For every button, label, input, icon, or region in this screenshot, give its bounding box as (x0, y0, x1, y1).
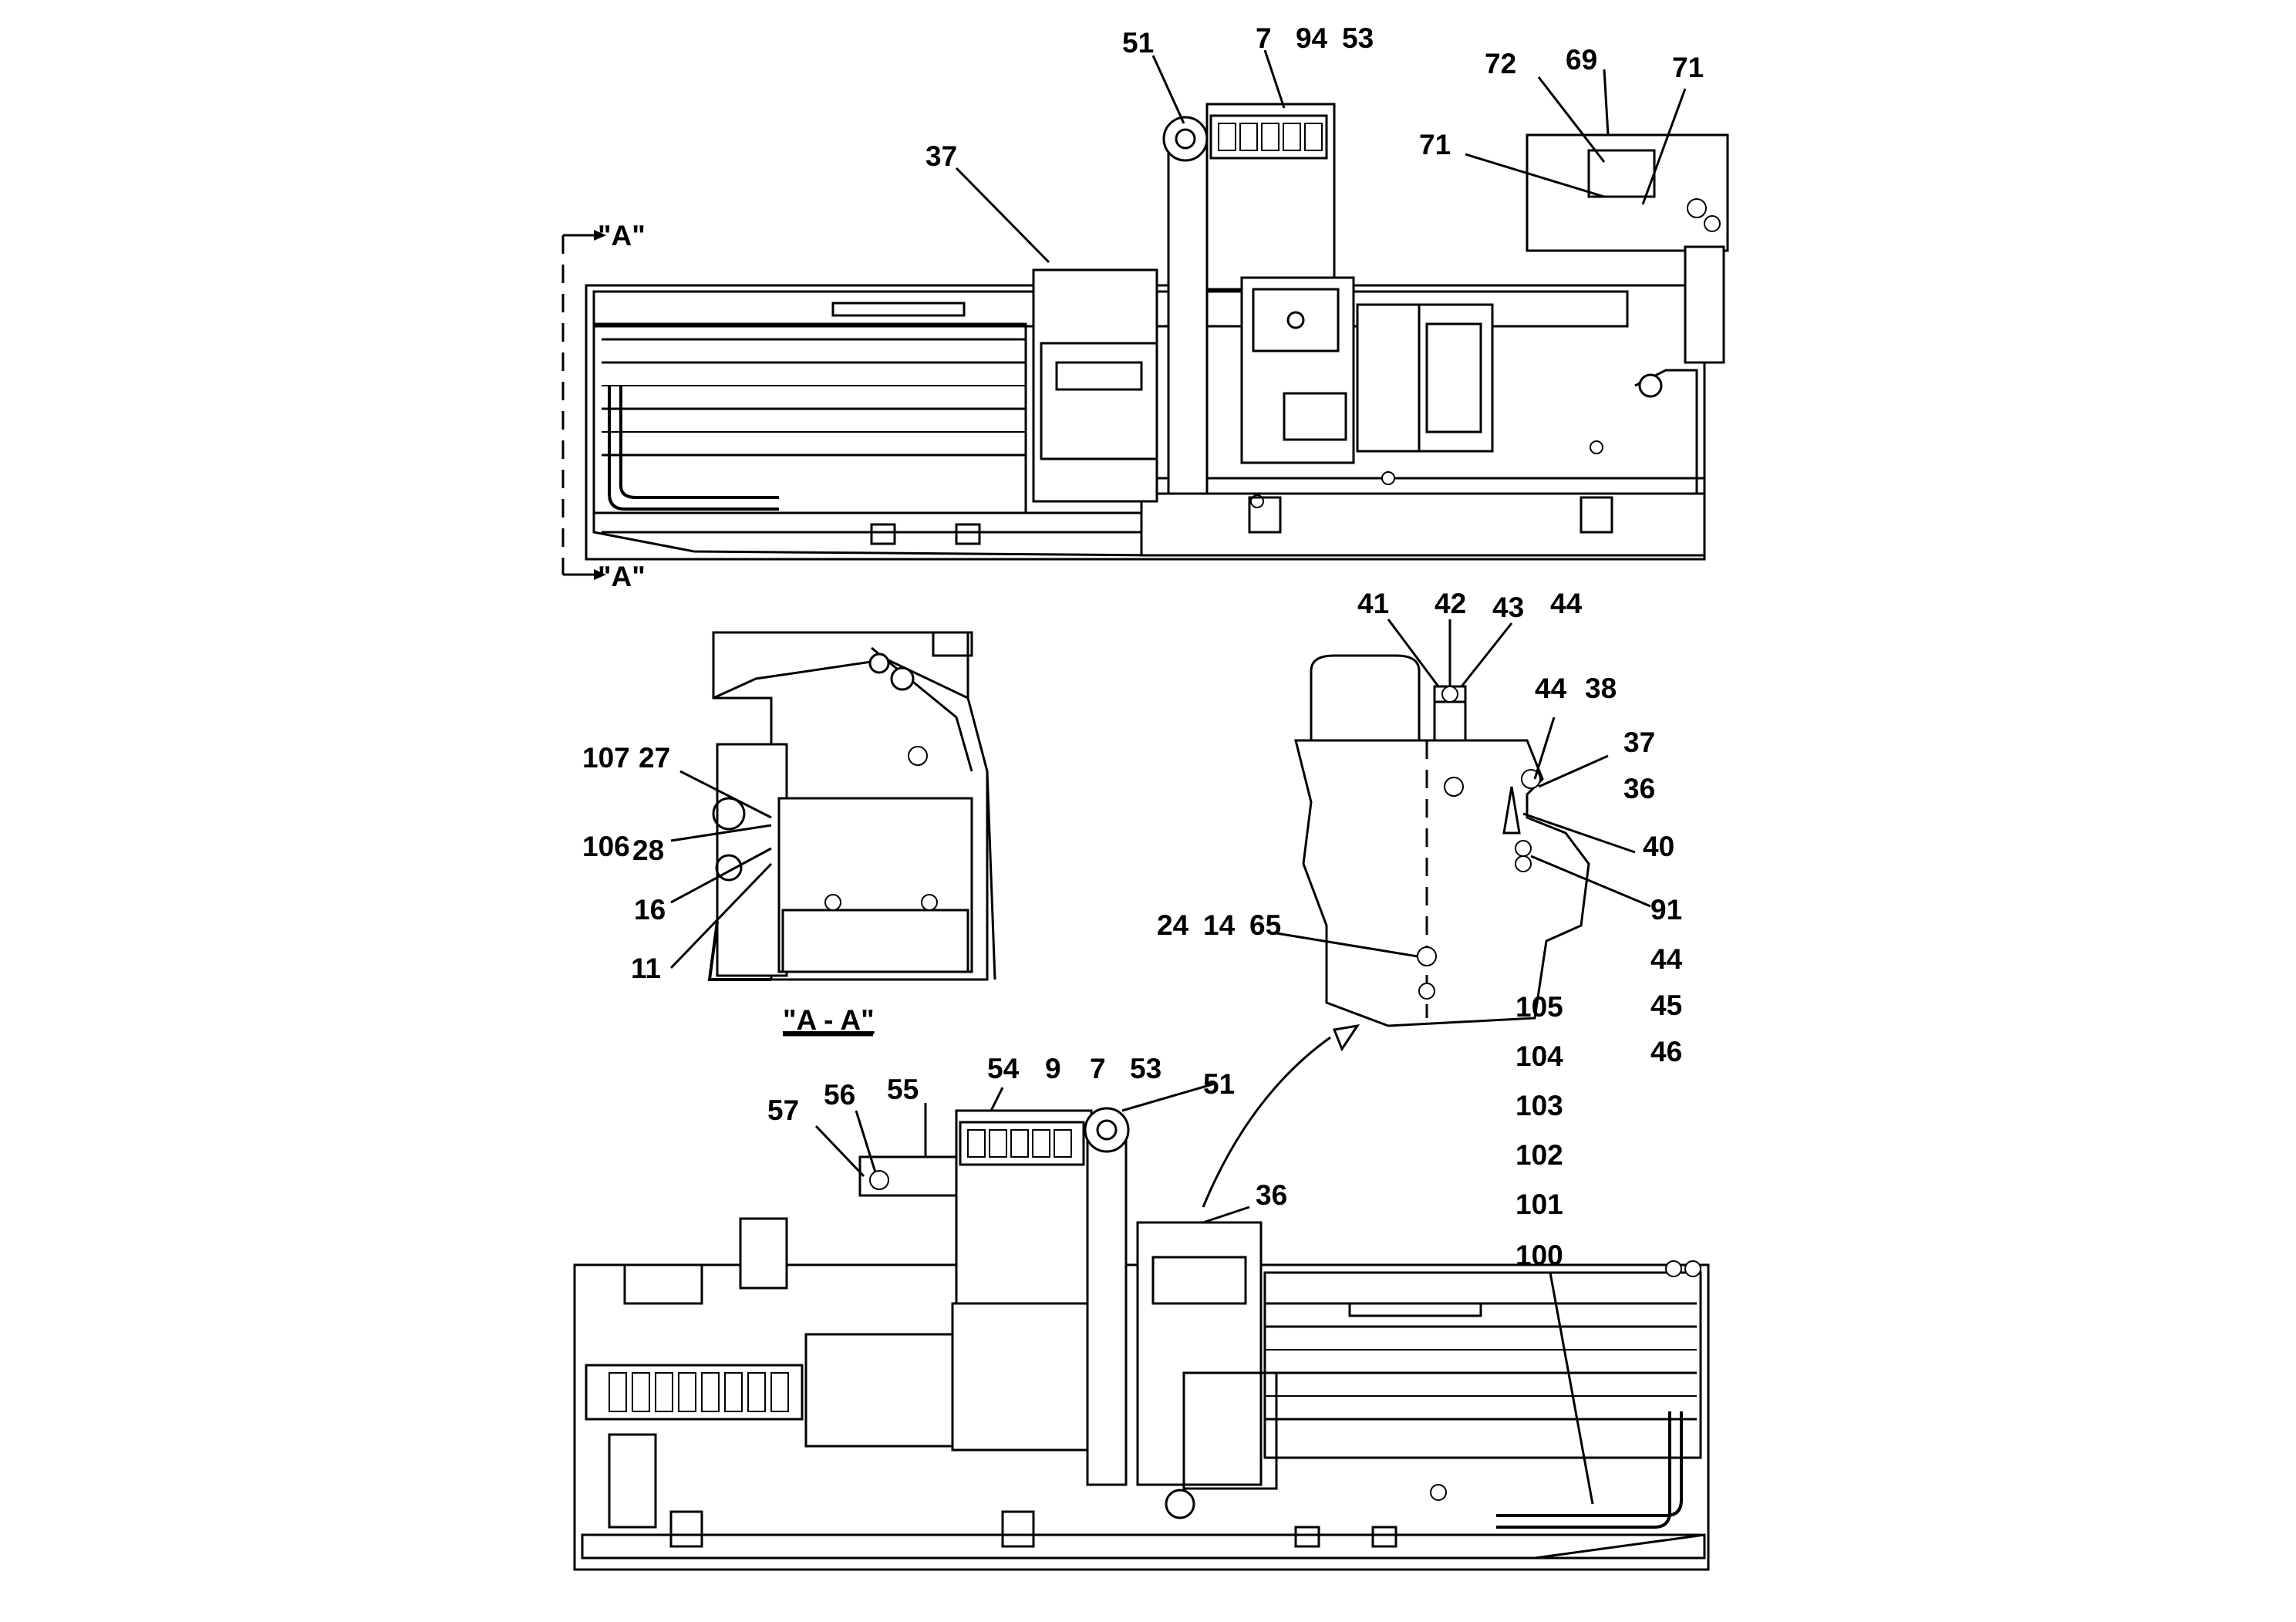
section-view-title: "A - A" (783, 1004, 875, 1036)
top-assembly-view: "A" "A" (561, 22, 1729, 592)
callout-57: 57 (767, 1094, 799, 1126)
callout-16: 16 (634, 894, 666, 926)
callout-51-top: 51 (1122, 27, 1154, 59)
parts-list-right: 44 45 46 (1650, 943, 1683, 1067)
bottom-assembly-view: 54 9 7 53 51 55 56 57 36 (573, 1053, 1710, 1571)
part-105: 105 (1515, 991, 1563, 1023)
callout-36-detail: 36 (1623, 773, 1655, 804)
callout-106: 106 (582, 831, 630, 862)
callout-41: 41 (1357, 588, 1389, 619)
callout-51-bottom: 51 (1203, 1068, 1235, 1100)
part-46: 46 (1650, 1036, 1682, 1067)
callout-53-bottom: 53 (1130, 1053, 1161, 1084)
part-103: 103 (1515, 1090, 1563, 1121)
part-104: 104 (1515, 1040, 1563, 1072)
callout-65: 65 (1249, 909, 1281, 941)
callout-56: 56 (824, 1079, 855, 1111)
callout-54: 54 (987, 1053, 1020, 1084)
callout-37-top: 37 (925, 140, 957, 172)
callout-7-top: 7 (1256, 22, 1272, 54)
callout-91: 91 (1650, 894, 1682, 926)
callout-55: 55 (887, 1074, 919, 1105)
callout-94-top: 94 (1296, 22, 1328, 54)
callout-40: 40 (1643, 831, 1674, 862)
callout-11: 11 (631, 953, 661, 984)
callout-72: 72 (1485, 48, 1516, 79)
callout-71-left: 71 (1419, 129, 1451, 160)
callout-44-mid: 44 (1535, 673, 1567, 704)
section-marker-top: "A" (598, 220, 646, 251)
callout-24: 24 (1157, 909, 1189, 941)
callout-44-top: 44 (1550, 588, 1583, 619)
callout-42: 42 (1435, 588, 1466, 619)
part-102: 102 (1515, 1139, 1563, 1171)
callout-107: 107 (582, 742, 630, 774)
callout-14: 14 (1203, 909, 1236, 941)
callout-43: 43 (1492, 592, 1524, 623)
callout-38: 38 (1585, 673, 1617, 704)
callout-71-right: 71 (1672, 52, 1704, 83)
part-45: 45 (1650, 990, 1682, 1021)
callout-69: 69 (1566, 44, 1597, 76)
section-marker-bottom: "A" (598, 561, 646, 592)
callout-9: 9 (1045, 1053, 1061, 1084)
callout-53-top: 53 (1342, 22, 1374, 54)
section-view-a-a: 107 27 106 28 16 11 "A - A" (582, 631, 996, 1037)
callout-36-bottom: 36 (1256, 1179, 1287, 1211)
callout-37-detail: 37 (1623, 727, 1655, 758)
parts-list-left: 105 104 103 102 101 100 (1515, 991, 1563, 1271)
part-101: 101 (1515, 1189, 1563, 1220)
callout-28: 28 (632, 835, 664, 866)
detail-view: 41 42 43 44 44 38 37 36 40 91 24 14 65 (1157, 588, 1682, 1208)
callout-27: 27 (639, 742, 670, 774)
part-44: 44 (1650, 943, 1683, 975)
callout-7-bottom: 7 (1090, 1053, 1106, 1084)
